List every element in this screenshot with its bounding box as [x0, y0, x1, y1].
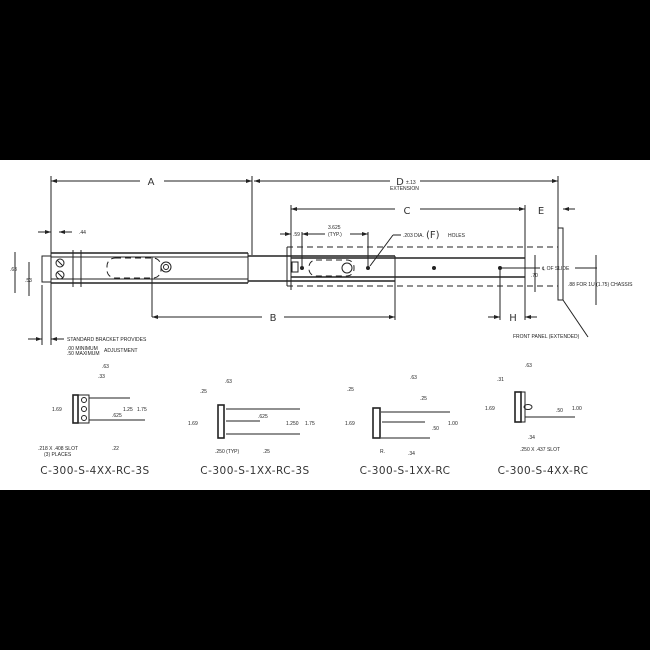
dim-label: .34 [408, 451, 415, 457]
view-c-300-s-1xx-rc-3s: .63 .25 1.69 .625 1.250 1.75 .250 (TYP) … [188, 379, 315, 477]
dim-59: .59 [293, 232, 300, 238]
chassis-note: .88 FOR 1U (1.75) CHASSIS [568, 282, 633, 288]
front-panel [557, 227, 564, 301]
dim-label: 1.00 [572, 406, 582, 412]
dim-63: .63 [10, 267, 17, 273]
holes-dia: .203 DIA. [403, 233, 424, 239]
slide-drawing: A D ±.13 EXTENSION C E [10, 176, 633, 477]
dim-label: .34 [528, 435, 535, 441]
dim-label: .250 (TYP) [215, 449, 240, 455]
dim-44: .44 [79, 230, 86, 236]
front-panel-label: FRONT PANEL (EXTENDED) [513, 334, 580, 340]
dim-label: .25 [263, 449, 270, 455]
view-c-300-s-4xx-rc: .63 .31 1.69 .50 1.00 .34 .250 X .437 SL… [485, 363, 588, 477]
bracket-note: STANDARD BRACKET PROVIDES [67, 337, 147, 343]
view-title: C-300-S-1XX-RC [360, 465, 451, 477]
view-c-300-s-4xx-rc-3s: .63 .33 1.69 1.25 1.75 .625 .22 .218 X .… [38, 364, 149, 477]
dim-70: .70 [531, 273, 538, 279]
dim-label: 1.69 [485, 406, 495, 412]
dim-label: .22 [112, 446, 119, 452]
bracket-screw [55, 258, 65, 268]
roller [160, 261, 172, 273]
dim-c-label: C [404, 206, 411, 217]
dim-label: .218 X .408 SLOT [38, 446, 78, 452]
adjustment-label: ADJUSTMENT [104, 348, 138, 354]
view-c-300-s-1xx-rc: .63 .25 1.69 .25 .50 1.00 R. .34 C-300-S… [345, 375, 458, 477]
dim-label: .250 X .437 SLOT [520, 447, 560, 453]
dim-label: .25 [347, 387, 354, 393]
holes-label: HOLES [448, 233, 466, 239]
dim-label: 1.69 [52, 407, 62, 413]
dim-label: 1.75 [305, 421, 315, 427]
dim-label: (3) PLACES [44, 452, 72, 458]
dim-label: 1.00 [448, 421, 458, 427]
dim-label: .625 [112, 413, 122, 419]
dim-label: 1.75 [137, 407, 147, 413]
main-slide-view: A D ±.13 EXTENSION C E [10, 176, 633, 357]
dim-label: .25 [420, 396, 427, 402]
dim-d-tolerance: ±.13 [406, 180, 416, 186]
dim-label: 1.69 [188, 421, 198, 427]
typ-label: (TYP.) [328, 232, 342, 238]
mounting-hole [432, 266, 436, 270]
dim-label: .63 [525, 363, 532, 369]
dim-label: R. [380, 449, 385, 455]
dim-label: .63 [102, 364, 109, 370]
dim-53: .53 [25, 278, 32, 284]
dim-label: .63 [410, 375, 417, 381]
dim-label: .625 [258, 414, 268, 420]
rear-bracket [41, 255, 52, 283]
dim-label: .50 [432, 426, 439, 432]
extension-label: EXTENSION [390, 186, 419, 192]
dim-e-label: E [538, 206, 544, 217]
dim-3625: 3.625 [328, 225, 341, 231]
view-title: C-300-S-4XX-RC-3S [40, 465, 149, 477]
dim-label: .31 [497, 377, 504, 383]
centerline-label: ℄ OF SLIDE [541, 266, 570, 272]
bracket-screw [55, 270, 65, 280]
dim-label: .50 [556, 408, 563, 414]
dim-h-label: H [509, 313, 517, 324]
dim-label: 1.250 [286, 421, 299, 427]
dim-label: .25 [200, 389, 207, 395]
dim-b-label: B [270, 313, 277, 324]
dim-label: 1.69 [345, 421, 355, 427]
mounting-hole [300, 266, 304, 270]
dim-label: 1.25 [123, 407, 133, 413]
dim-label: .33 [98, 374, 105, 380]
drawing-sheet: A D ±.13 EXTENSION C E [0, 160, 650, 490]
adjust-min: .00 MINIMUM [67, 346, 98, 352]
view-title: C-300-S-1XX-RC-3S [200, 465, 309, 477]
view-title: C-300-S-4XX-RC [498, 465, 589, 477]
dim-a-label: A [148, 177, 155, 188]
mounting-hole [366, 266, 370, 270]
dim-d-label: D [396, 177, 404, 188]
adjust-max: .50 MAXIMUM [67, 351, 100, 357]
dim-label: .63 [225, 379, 232, 385]
holes-f: (F) [426, 230, 440, 241]
